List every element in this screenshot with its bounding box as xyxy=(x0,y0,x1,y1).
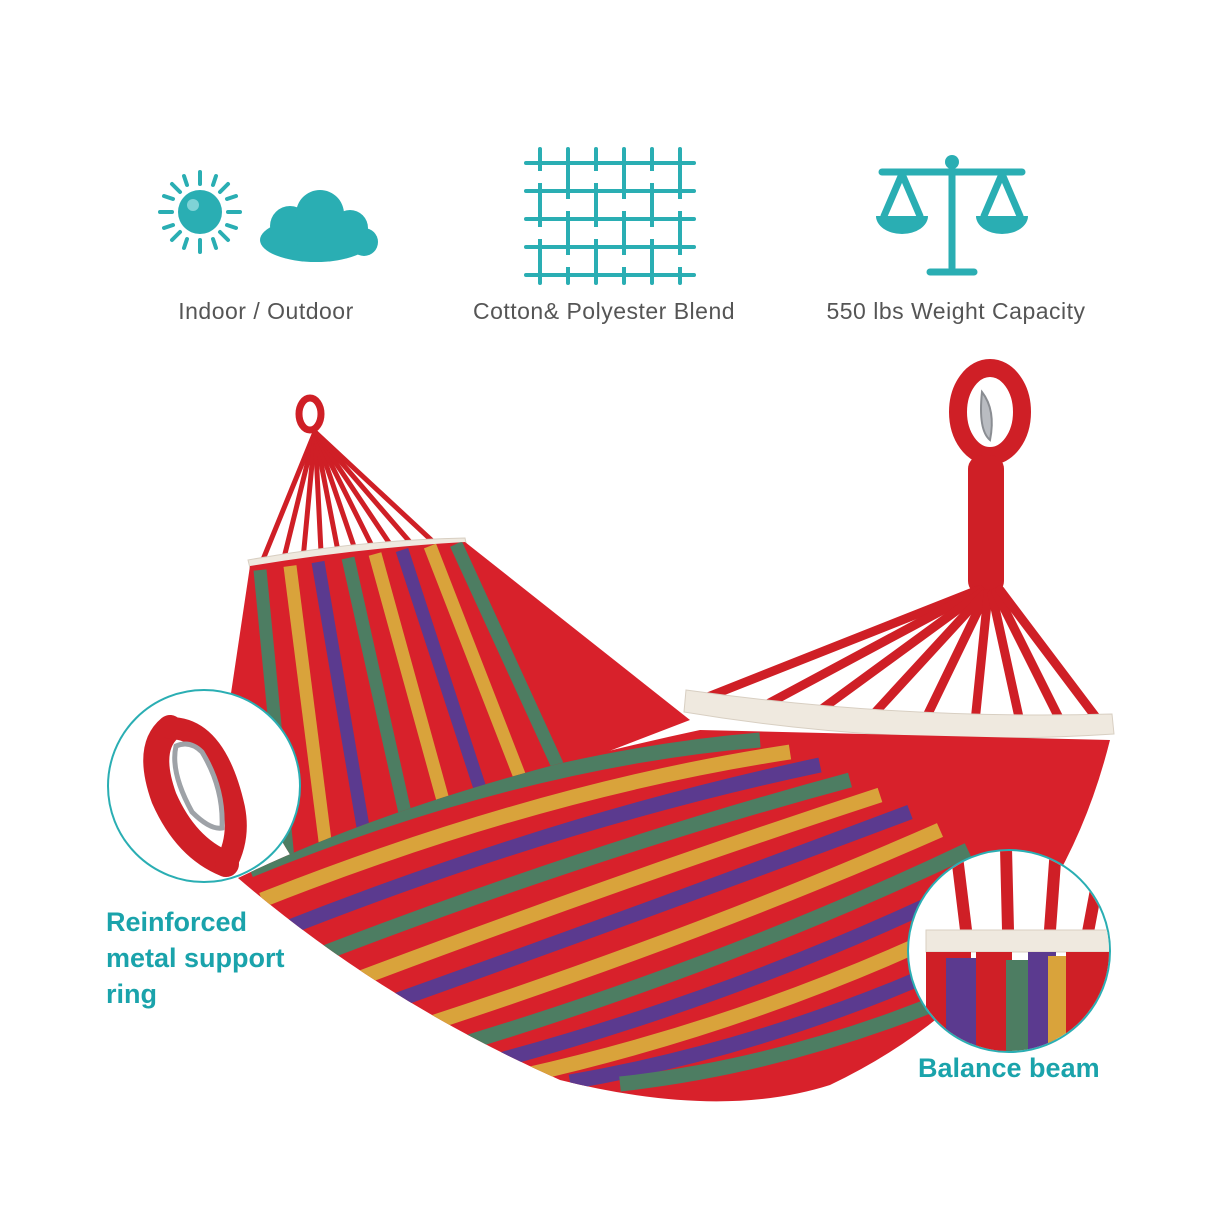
balance-scale-icon xyxy=(872,150,1032,280)
ring-callout-line3: ring xyxy=(106,979,157,1009)
ring-callout-line2: metal support xyxy=(106,943,285,973)
feature-label-weight-capacity: 550 lbs Weight Capacity xyxy=(826,298,1086,324)
beam-detail-callout xyxy=(906,848,1112,1054)
ring-callout-line1: Reinforced xyxy=(106,907,248,937)
sun-cloud-icon xyxy=(150,170,390,280)
feature-label-indoor-outdoor: Indoor / Outdoor xyxy=(178,298,354,324)
woven-fabric-icon xyxy=(520,145,700,285)
beam-callout-label: Balance beam xyxy=(918,1053,1100,1083)
ring-callout-label: Reinforced metal support ring xyxy=(106,904,285,1012)
ring-detail-callout xyxy=(106,688,302,884)
feature-label-material: Cotton& Polyester Blend xyxy=(472,298,736,324)
